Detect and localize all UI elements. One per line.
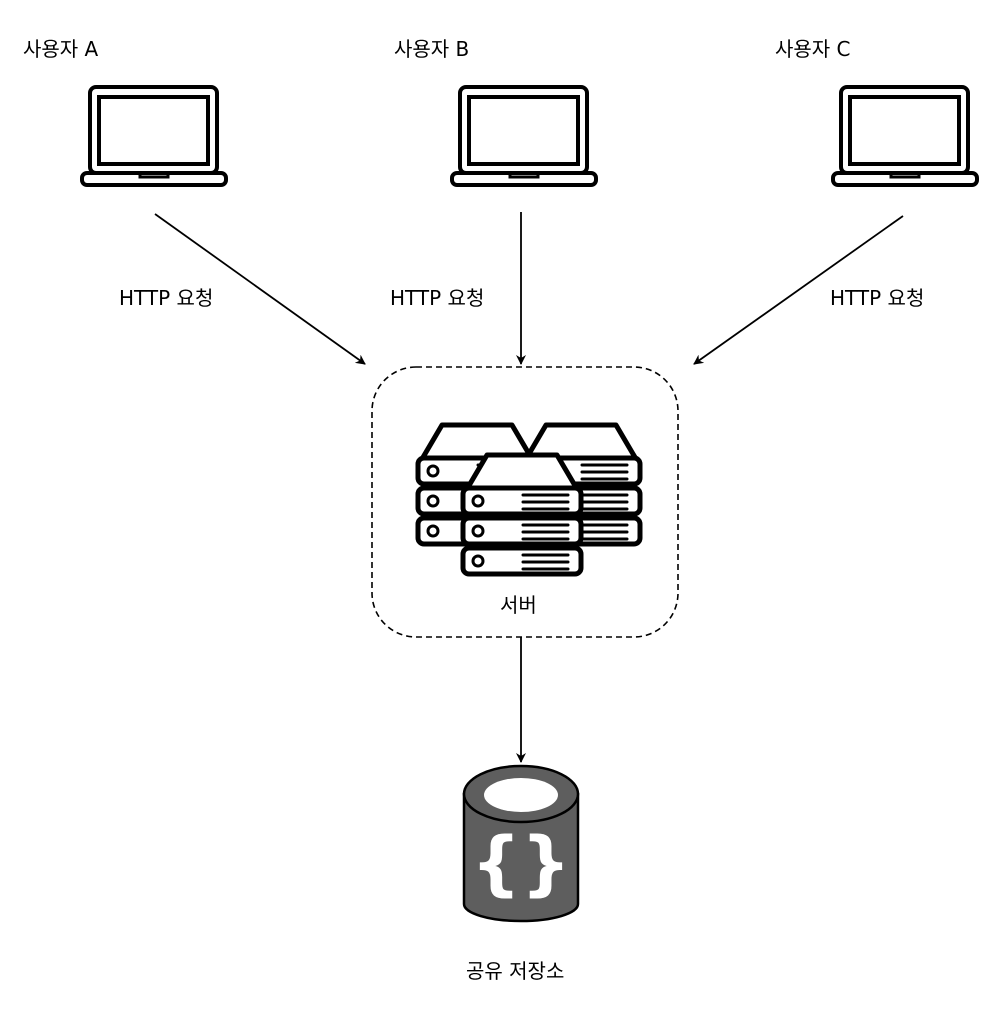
- user-a-laptop-icon: [80, 85, 228, 187]
- arrow-user-a-to-server: [154, 213, 366, 365]
- edge-label-b: HTTP 요청: [390, 286, 485, 310]
- json-database-icon: {}: [462, 764, 580, 923]
- user-c-laptop-icon: [831, 85, 979, 187]
- arrow-user-c-to-server: [693, 215, 904, 365]
- server-rack-icon: [418, 425, 640, 574]
- storage-label: 공유 저장소: [466, 959, 565, 983]
- user-a-label: 사용자 A: [23, 37, 99, 61]
- server-label: 서버: [500, 593, 537, 617]
- edge-label-a: HTTP 요청: [119, 286, 214, 310]
- user-b-laptop-icon: [450, 85, 598, 187]
- svg-text:{}: {}: [471, 822, 571, 904]
- user-b-label: 사용자 B: [394, 37, 470, 61]
- edge-label-c: HTTP 요청: [830, 286, 925, 310]
- user-c-label: 사용자 C: [775, 37, 851, 61]
